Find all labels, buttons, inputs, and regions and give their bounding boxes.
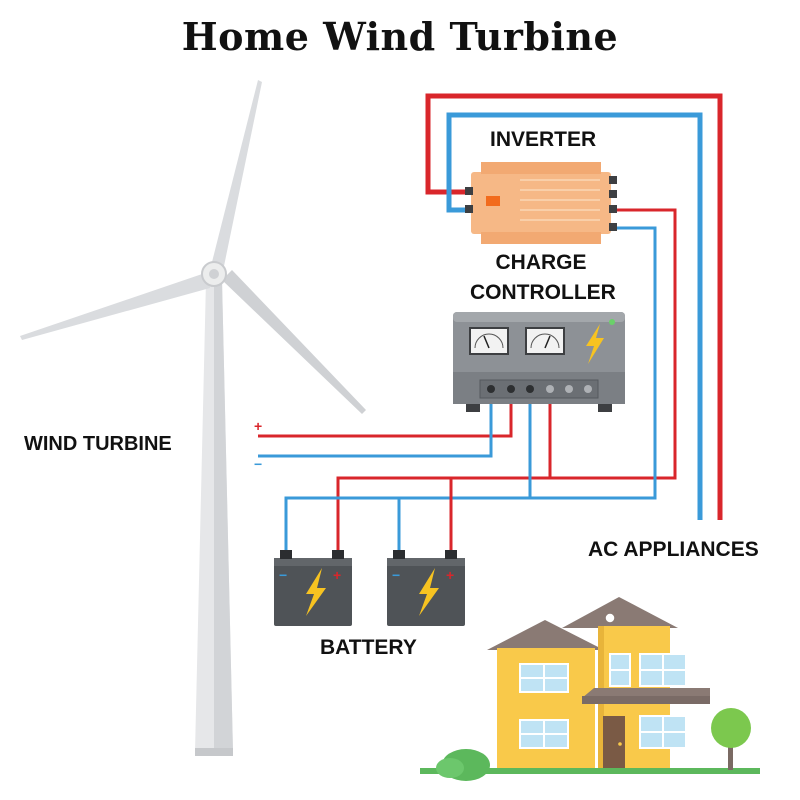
- inverter-label: INVERTER: [490, 128, 597, 151]
- turbine-positive-sign: +: [254, 418, 262, 434]
- battery1-bolt-icon: [306, 568, 326, 616]
- dc-wires: [258, 208, 677, 552]
- battery2-bolt-icon: [419, 568, 439, 616]
- charge-controller: [453, 312, 625, 412]
- charge-controller-label-line1: CHARGE: [495, 251, 587, 274]
- battery1-positive-sign: +: [333, 567, 341, 583]
- battery-1: − +: [274, 550, 352, 626]
- ac-wire-positive: [425, 93, 723, 520]
- grass-strip: [420, 768, 760, 774]
- page-title: Home Wind Turbine: [181, 14, 619, 59]
- battery-label: BATTERY: [320, 636, 417, 659]
- wind-turbine-label: WIND TURBINE: [24, 433, 172, 455]
- inverter-dc-negative-wire: [284, 226, 657, 552]
- charge-controller-label: CHARGE CONTROLLER: [470, 248, 616, 308]
- house-door: [603, 716, 625, 768]
- battery1-negative-sign: −: [279, 567, 287, 583]
- inverter-indicator: [486, 196, 500, 206]
- house: [420, 597, 760, 781]
- battery2-negative-sign: −: [392, 567, 400, 583]
- tree: [711, 708, 751, 748]
- wind-turbine: [20, 80, 366, 756]
- status-led: [609, 319, 615, 325]
- inverter: [465, 162, 617, 244]
- turbine-blade-right: [222, 270, 366, 414]
- battery2-positive-sign: +: [446, 567, 454, 583]
- battery-2: − +: [387, 550, 465, 626]
- turbine-positive-wire: [258, 394, 513, 438]
- ac-wire-negative: [446, 112, 703, 520]
- voltmeter-gauge: [469, 327, 509, 355]
- bolt-icon: [586, 324, 604, 364]
- ac-appliances-label: AC APPLIANCES: [588, 538, 759, 561]
- turbine-negative-sign: −: [254, 456, 262, 472]
- ac-output-wires: [425, 93, 723, 520]
- turbine-blade-left: [20, 272, 210, 340]
- charge-controller-label-line2: CONTROLLER: [470, 281, 616, 304]
- turbine-negative-wire: [258, 394, 493, 458]
- ammeter-gauge: [525, 327, 565, 355]
- turbine-blade-top: [212, 80, 262, 266]
- inverter-dc-positive-wire: [336, 208, 677, 552]
